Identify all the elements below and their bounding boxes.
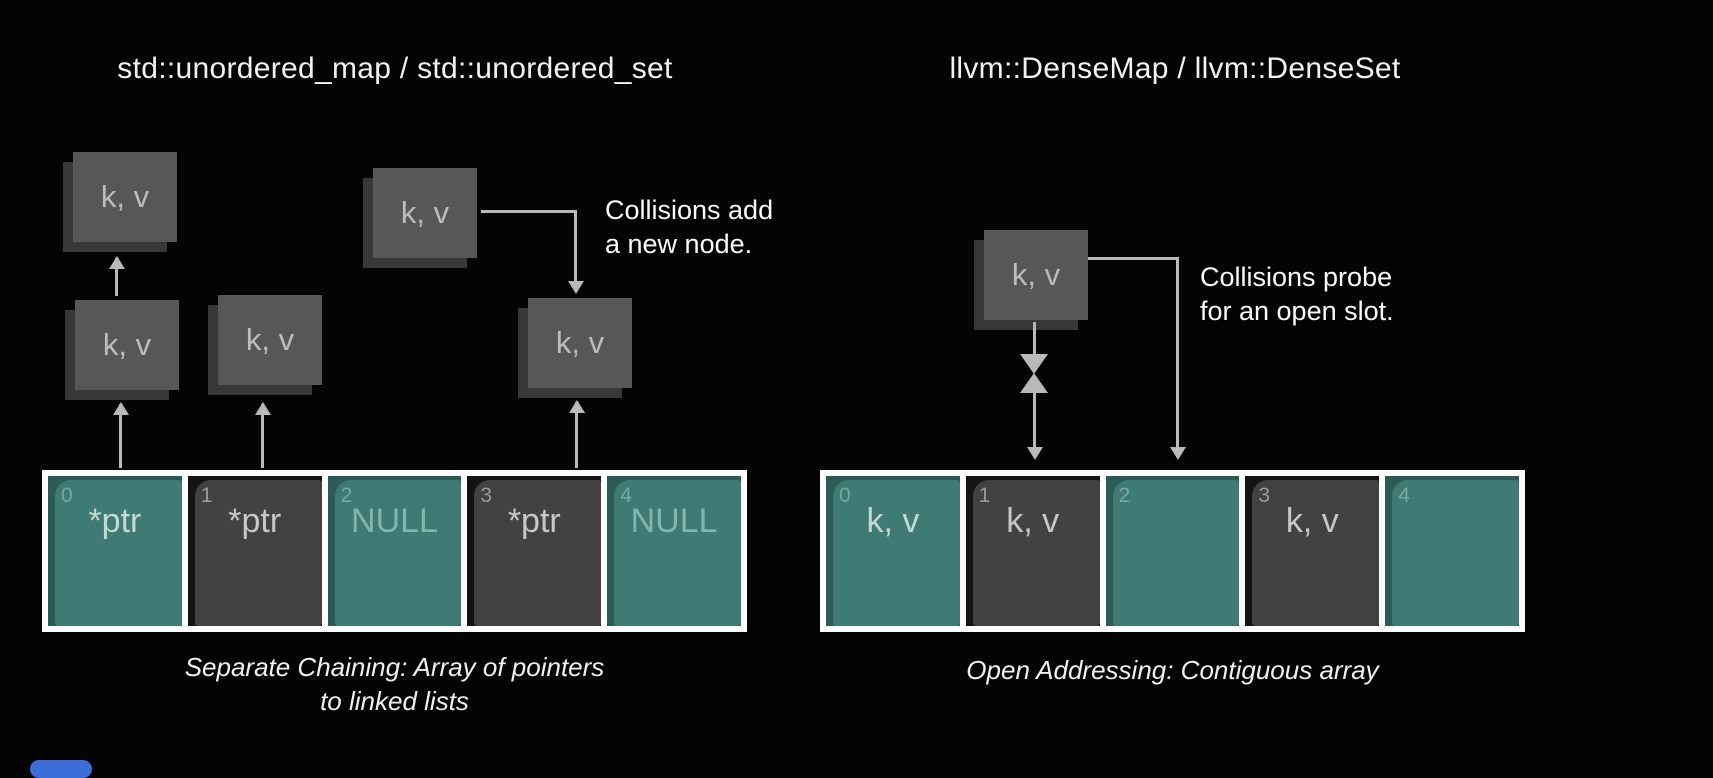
node-label: k, v bbox=[984, 230, 1088, 320]
kv-node: k, v bbox=[518, 298, 632, 398]
slot-card bbox=[833, 480, 960, 626]
slot-card bbox=[1112, 480, 1240, 626]
slot-value: k, v bbox=[1285, 502, 1339, 540]
accent-bar bbox=[30, 760, 92, 778]
array-slot: 4 bbox=[1385, 476, 1519, 626]
up-arrow-icon bbox=[112, 402, 129, 468]
elbow-arrow-icon bbox=[481, 210, 577, 213]
slot-value: *ptr bbox=[228, 502, 282, 540]
array-slot: 3 *ptr bbox=[467, 476, 602, 626]
up-arrow-icon bbox=[568, 400, 585, 468]
slot-card bbox=[194, 480, 322, 626]
slot-value: k, v bbox=[866, 502, 920, 540]
kv-node: k, v bbox=[974, 230, 1088, 330]
bucket-array: 0 *ptr 1 *ptr 2 NULL 3 *ptr 4 NULL bbox=[42, 470, 747, 632]
array-slot: 4 NULL bbox=[607, 476, 741, 626]
slot-card bbox=[55, 480, 182, 626]
node-label: k, v bbox=[75, 300, 179, 390]
slot-index: 1 bbox=[978, 484, 991, 507]
slot-value: *ptr bbox=[88, 502, 142, 540]
annotation-line: for an open slot. bbox=[1200, 296, 1394, 326]
blocked-arrow-x-icon bbox=[1020, 373, 1048, 393]
blocked-arrow-icon bbox=[1033, 322, 1036, 356]
slot-card bbox=[972, 480, 1100, 626]
array-slot: 0 *ptr bbox=[48, 476, 182, 626]
array-slot: 3 k, v bbox=[1245, 476, 1380, 626]
caption-line: Separate Chaining: Array of pointers bbox=[184, 652, 605, 682]
array-slot: 1 *ptr bbox=[187, 476, 322, 626]
down-arrowhead-icon bbox=[1027, 447, 1043, 460]
kv-node: k, v bbox=[65, 300, 179, 400]
kv-node: k, v bbox=[63, 152, 177, 252]
caption-line: Open Addressing: Contiguous array bbox=[966, 655, 1379, 685]
annotation-collisions-probe: Collisions probe for an open slot. bbox=[1200, 260, 1394, 328]
right-panel-title: llvm::DenseMap / llvm::DenseSet bbox=[949, 52, 1401, 85]
slot-index: 4 bbox=[620, 484, 632, 507]
elbow-arrow-icon bbox=[1176, 257, 1179, 448]
slot-index: 3 bbox=[480, 484, 493, 507]
node-label: k, v bbox=[528, 298, 632, 388]
slot-value: NULL bbox=[351, 502, 438, 540]
slot-card bbox=[334, 480, 462, 626]
elbow-arrow-icon bbox=[1088, 257, 1179, 260]
slot-value: k, v bbox=[1006, 502, 1060, 540]
slot-index: 3 bbox=[1258, 484, 1271, 507]
elbow-arrow-icon bbox=[574, 210, 577, 282]
slot-index: 1 bbox=[200, 484, 213, 507]
slot-index: 2 bbox=[340, 484, 353, 507]
slot-array: 0 k, v 1 k, v 2 3 k, v 4 bbox=[820, 470, 1525, 632]
node-label: k, v bbox=[373, 168, 477, 258]
node-label: k, v bbox=[73, 152, 177, 242]
caption-line: to linked lists bbox=[320, 686, 469, 716]
annotation-line: Collisions add bbox=[605, 195, 774, 225]
blocked-arrow-x-icon bbox=[1020, 354, 1048, 374]
caption-open-addressing: Open Addressing: Contiguous array bbox=[820, 653, 1525, 687]
caption-separate-chaining: Separate Chaining: Array of pointers to … bbox=[42, 650, 747, 718]
kv-node: k, v bbox=[363, 168, 477, 268]
slot-index: 4 bbox=[1398, 484, 1410, 507]
slot-index: 2 bbox=[1118, 484, 1131, 507]
array-slot: 0 k, v bbox=[826, 476, 960, 626]
slot-card bbox=[1392, 480, 1519, 626]
node-label: k, v bbox=[218, 295, 322, 385]
up-arrow-icon bbox=[254, 402, 271, 468]
down-arrowhead-icon bbox=[568, 281, 584, 294]
slot-value: NULL bbox=[630, 502, 718, 540]
annotation-collisions-add: Collisions add a new node. bbox=[605, 193, 773, 261]
slot-index: 0 bbox=[839, 484, 851, 507]
array-slot: 1 k, v bbox=[965, 476, 1100, 626]
slot-card bbox=[1252, 480, 1380, 626]
array-slot: 2 bbox=[1105, 476, 1240, 626]
array-slot: 2 NULL bbox=[327, 476, 462, 626]
left-panel-title: std::unordered_map / std::unordered_set bbox=[117, 52, 673, 85]
up-arrow-icon bbox=[108, 256, 125, 296]
annotation-line: a new node. bbox=[605, 229, 753, 259]
slot-index: 0 bbox=[61, 484, 73, 507]
kv-node: k, v bbox=[208, 295, 322, 395]
slot-card bbox=[474, 480, 602, 626]
annotation-line: Collisions probe bbox=[1200, 262, 1393, 292]
slot-value: *ptr bbox=[507, 502, 561, 540]
slot-card bbox=[614, 480, 741, 626]
down-arrowhead-icon bbox=[1170, 447, 1186, 460]
blocked-arrow-icon bbox=[1033, 393, 1036, 448]
